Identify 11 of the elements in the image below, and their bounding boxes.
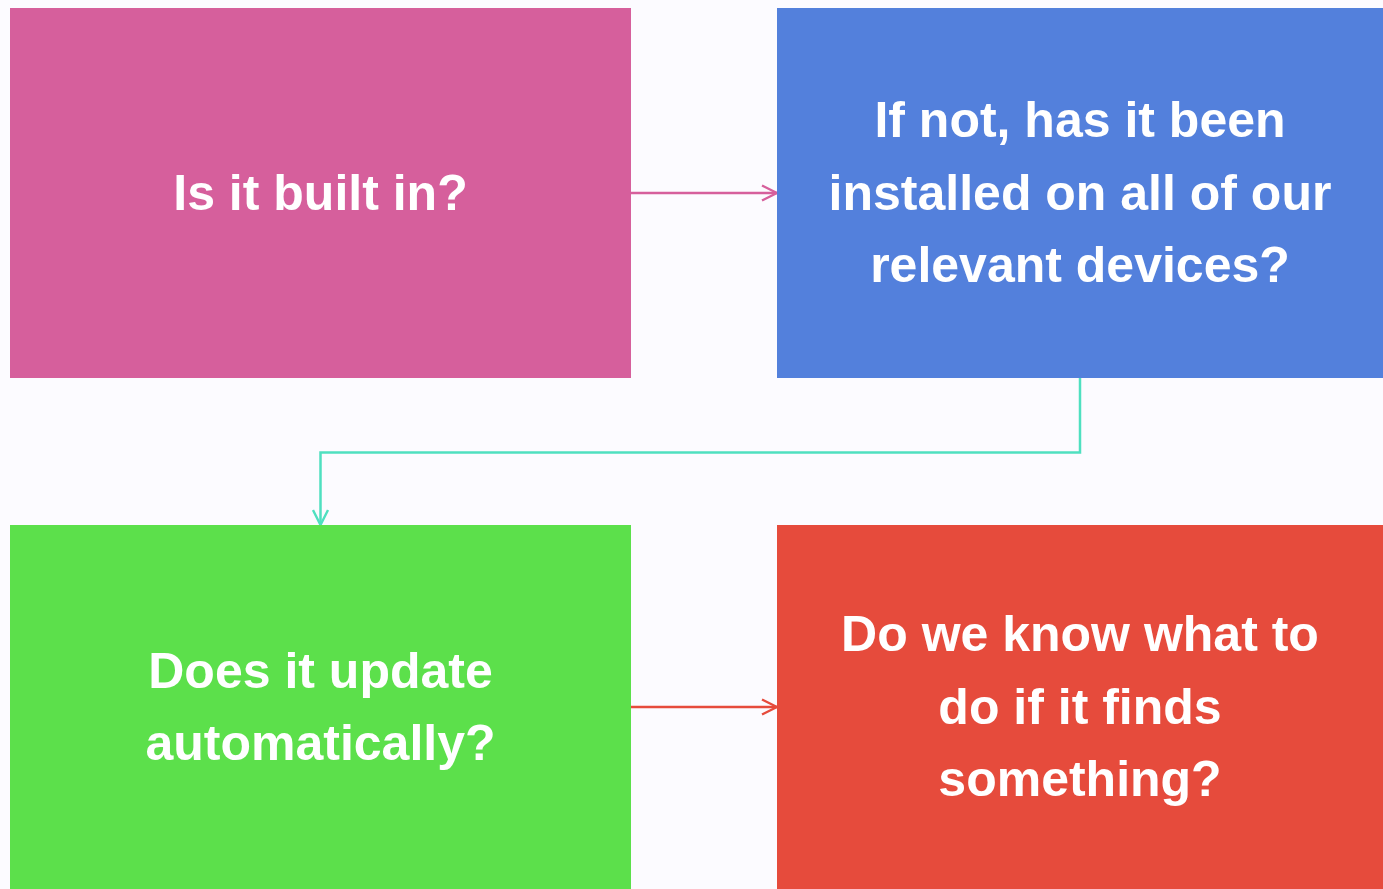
box-text: Do we know what to do if it finds something? xyxy=(840,605,1320,810)
box-text: If not, has it been installed on all of our relevant devices? xyxy=(827,91,1333,296)
process-box xyxy=(777,525,1383,889)
box-text: Is it built in? xyxy=(173,163,468,223)
arrow xyxy=(631,698,779,716)
process-box xyxy=(10,8,631,378)
box-text: Does it update automatically? xyxy=(144,641,497,773)
arrow xyxy=(631,184,779,202)
process-box xyxy=(10,525,631,889)
arrow xyxy=(311,378,1082,527)
process-box xyxy=(777,8,1383,378)
